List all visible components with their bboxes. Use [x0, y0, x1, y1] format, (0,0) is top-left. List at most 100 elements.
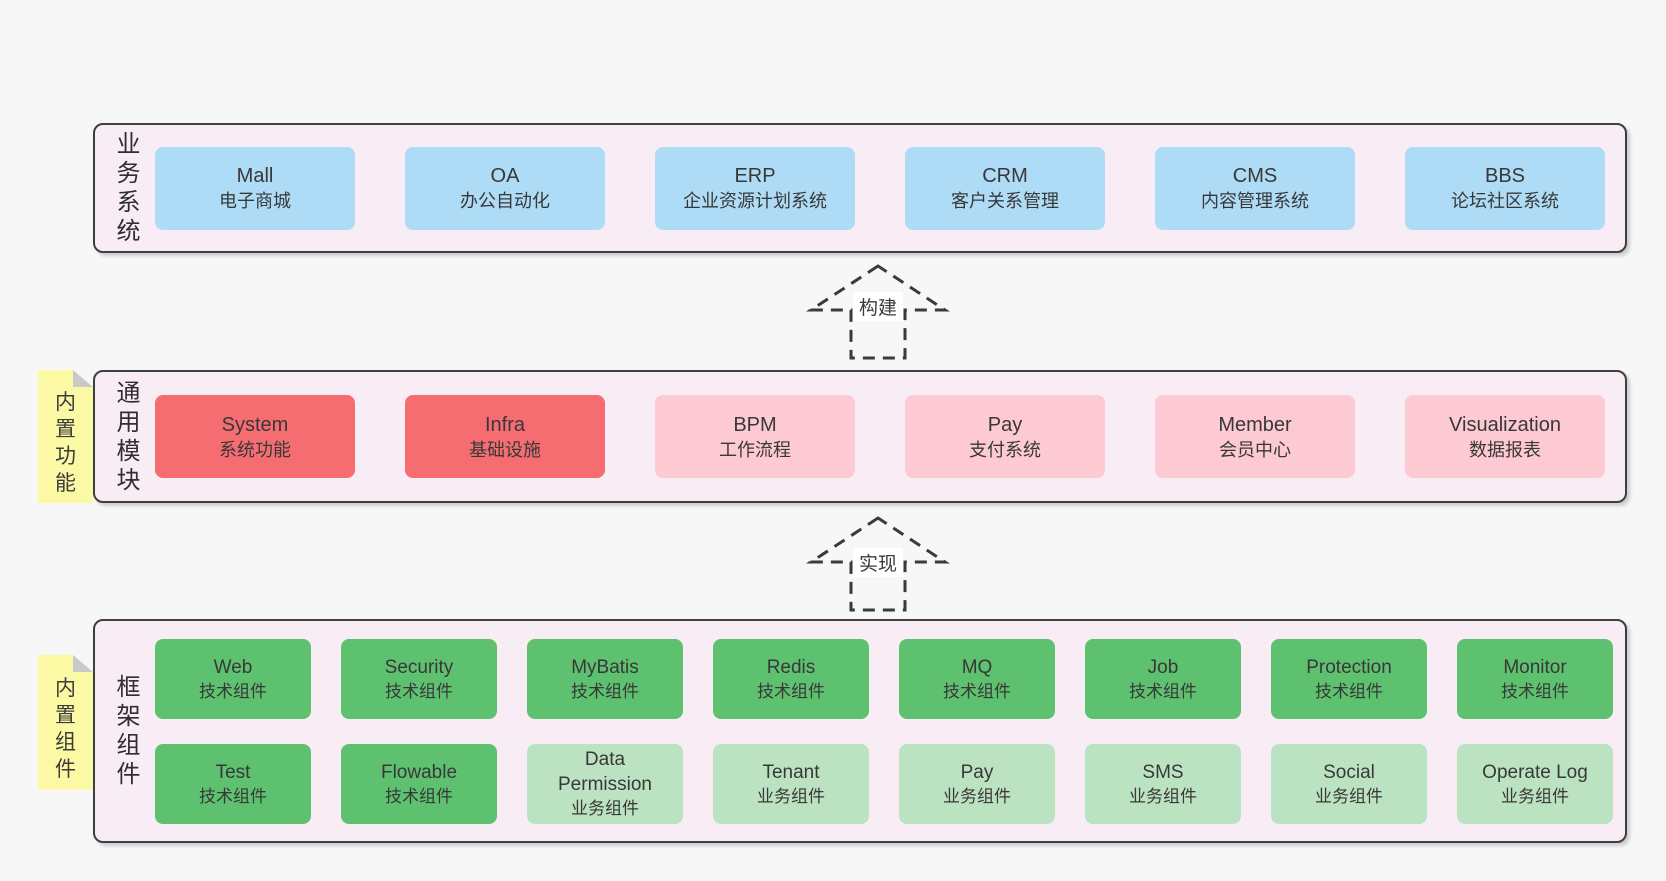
- layer-label-framework-components: 框架组件: [109, 673, 149, 789]
- box-title: CRM: [982, 165, 1028, 187]
- layer-framework-components: 框架组件 Web 技术组件 Security 技术组件 MyBatis 技术组件…: [93, 619, 1627, 843]
- box-subtitle: 工作流程: [719, 439, 791, 460]
- box-title: Redis: [766, 656, 816, 678]
- box-subtitle: 企业资源计划系统: [683, 191, 827, 211]
- box-title: OA: [490, 165, 520, 187]
- box-subtitle: 业务组件: [757, 786, 825, 806]
- box-job: Job 技术组件: [1085, 638, 1241, 719]
- business-systems-boxes: Mall 电子商城 OA 办公自动化 ERP 企业资源计划系统 CRM 客户关系…: [155, 146, 1605, 230]
- box-subtitle: 论坛社区系统: [1451, 191, 1559, 211]
- box-title: ERP: [734, 165, 776, 187]
- note-text: 内置功能: [55, 390, 76, 495]
- box-title: Visualization: [1449, 413, 1561, 436]
- box-pay-module: Pay 支付系统: [905, 395, 1105, 478]
- layer-label-common-modules: 通用模块: [109, 379, 149, 495]
- note-built-in-features: 内置功能: [38, 370, 93, 503]
- box-oa: OA 办公自动化: [405, 146, 605, 230]
- box-title: Data Permission: [558, 749, 652, 795]
- framework-components-row-2: Test 技术组件 Flowable 技术组件 Data Permission …: [155, 743, 1613, 824]
- note-text: 内置组件: [55, 676, 76, 781]
- box-subtitle: 数据报表: [1469, 439, 1541, 460]
- box-subtitle: 技术组件: [943, 681, 1011, 701]
- box-title: Pay: [960, 761, 994, 783]
- box-subtitle: 客户关系管理: [951, 191, 1059, 211]
- box-bbs: BBS 论坛社区系统: [1405, 146, 1605, 230]
- box-title: MQ: [961, 656, 993, 678]
- layer-label-text: 框架组件: [116, 674, 142, 788]
- box-title: Job: [1147, 656, 1179, 678]
- box-subtitle: 技术组件: [571, 681, 639, 701]
- box-subtitle: 基础设施: [469, 439, 541, 460]
- box-title: Web: [213, 656, 253, 678]
- box-subtitle: 技术组件: [385, 786, 453, 806]
- box-pay-component: Pay 业务组件: [899, 743, 1055, 824]
- box-protection: Protection 技术组件: [1271, 638, 1427, 719]
- box-mall: Mall 电子商城: [155, 146, 355, 230]
- box-member: Member 会员中心: [1155, 395, 1355, 478]
- box-title: Protection: [1306, 656, 1392, 678]
- framework-components-rows: Web 技术组件 Security 技术组件 MyBatis 技术组件 Redi…: [155, 638, 1613, 824]
- box-subtitle: 业务组件: [1315, 786, 1383, 806]
- box-crm: CRM 客户关系管理: [905, 146, 1105, 230]
- box-subtitle: 内容管理系统: [1201, 191, 1309, 211]
- box-erp: ERP 企业资源计划系统: [655, 146, 855, 230]
- box-subtitle: 技术组件: [1129, 681, 1197, 701]
- box-title: SMS: [1142, 761, 1184, 783]
- framework-components-row-1: Web 技术组件 Security 技术组件 MyBatis 技术组件 Redi…: [155, 638, 1613, 719]
- box-data-permission: Data Permission 业务组件: [527, 743, 683, 824]
- box-subtitle: 技术组件: [199, 681, 267, 701]
- common-modules-boxes: System 系统功能 Infra 基础设施 BPM 工作流程 Pay 支付系统…: [155, 395, 1605, 478]
- box-web: Web 技术组件: [155, 638, 311, 719]
- note-built-in-components: 内置组件: [38, 655, 93, 790]
- box-tenant: Tenant 业务组件: [713, 743, 869, 824]
- box-mq: MQ 技术组件: [899, 638, 1055, 719]
- box-security: Security 技术组件: [341, 638, 497, 719]
- box-system: System 系统功能: [155, 395, 355, 478]
- box-title: Pay: [987, 413, 1023, 436]
- box-subtitle: 技术组件: [199, 786, 267, 806]
- layer-common-modules: 通用模块 System 系统功能 Infra 基础设施 BPM 工作流程 Pay…: [93, 370, 1627, 503]
- box-title: Monitor: [1503, 656, 1567, 678]
- box-subtitle: 系统功能: [219, 439, 291, 460]
- box-redis: Redis 技术组件: [713, 638, 869, 719]
- box-test: Test 技术组件: [155, 743, 311, 824]
- box-title: Operate Log: [1482, 761, 1588, 783]
- layer-label-business-systems: 业务系统: [109, 130, 149, 246]
- box-title: Mall: [236, 165, 274, 187]
- box-mybatis: MyBatis 技术组件: [527, 638, 683, 719]
- box-title: MyBatis: [571, 656, 639, 678]
- box-title: Tenant: [762, 761, 820, 783]
- layer-business-systems: 业务系统 Mall 电子商城 OA 办公自动化 ERP 企业资源计划系统 CRM…: [93, 123, 1627, 253]
- box-social: Social 业务组件: [1271, 743, 1427, 824]
- build-arrow-icon: [805, 264, 951, 360]
- box-title: Social: [1323, 761, 1375, 783]
- box-cms: CMS 内容管理系统: [1155, 146, 1355, 230]
- box-sms: SMS 业务组件: [1085, 743, 1241, 824]
- box-subtitle: 支付系统: [969, 439, 1041, 460]
- build-arrow-label: 构建: [852, 292, 904, 321]
- box-bpm: BPM 工作流程: [655, 395, 855, 478]
- box-title: BBS: [1484, 165, 1526, 187]
- layer-label-text: 通用模块: [116, 379, 142, 494]
- note-fold-corner-icon: [73, 655, 93, 672]
- note-fold-corner-icon: [73, 370, 93, 387]
- box-title: Test: [215, 761, 251, 783]
- box-subtitle: 技术组件: [1315, 681, 1383, 701]
- box-subtitle: 业务组件: [1501, 786, 1569, 806]
- box-flowable: Flowable 技术组件: [341, 743, 497, 824]
- box-subtitle: 办公自动化: [460, 191, 550, 211]
- box-title: BPM: [733, 413, 777, 436]
- layer-label-text: 业务系统: [116, 131, 142, 245]
- box-title: CMS: [1232, 165, 1278, 187]
- box-subtitle: 业务组件: [1129, 786, 1197, 806]
- box-subtitle: 技术组件: [385, 681, 453, 701]
- box-subtitle: 会员中心: [1219, 439, 1291, 460]
- box-title: System: [221, 413, 289, 436]
- box-subtitle: 业务组件: [571, 799, 639, 818]
- box-title: Security: [384, 656, 454, 678]
- box-monitor: Monitor 技术组件: [1457, 638, 1613, 719]
- box-operate-log: Operate Log 业务组件: [1457, 743, 1613, 824]
- box-subtitle: 技术组件: [1501, 681, 1569, 701]
- implement-arrow-icon: [805, 516, 951, 612]
